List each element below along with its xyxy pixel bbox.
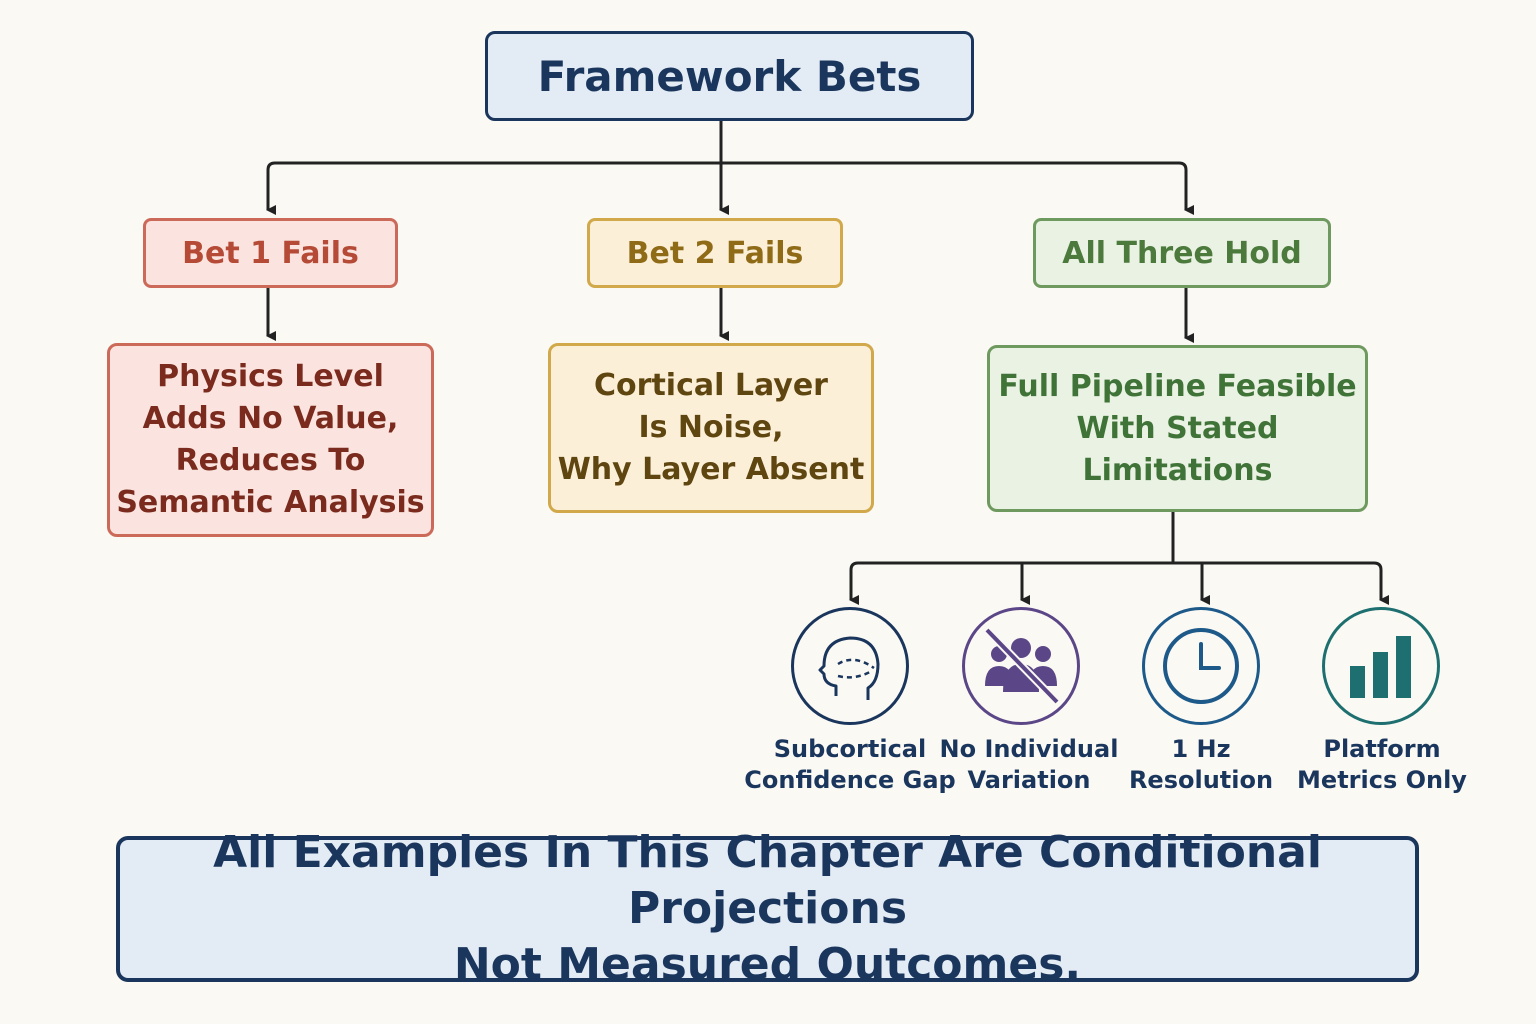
outcome-line: Adds No Value,: [142, 401, 399, 436]
limitation-line: No Individual: [939, 735, 1119, 763]
limitation-line: 1 Hz: [1171, 735, 1231, 763]
limitation-label: Subcortical Confidence Gap: [740, 734, 960, 796]
branch-bet-2-fails: Bet 2 Fails: [587, 218, 843, 288]
outcome-line: Limitations: [1082, 452, 1273, 488]
limitation-line: Confidence Gap: [744, 766, 956, 794]
limitation-line: Subcortical: [773, 735, 927, 763]
branch-all-three-hold: All Three Hold: [1033, 218, 1331, 288]
outcome-cortical-layer: Cortical Layer Is Noise, Why Layer Absen…: [548, 343, 874, 513]
outcome-line: Why Layer Absent: [557, 452, 865, 487]
head-profile-icon: [791, 607, 909, 725]
no-people-icon: [962, 607, 1080, 725]
branch-label: Bet 1 Fails: [182, 235, 359, 271]
footer-line: Not Measured Outcomes.: [453, 939, 1082, 990]
clock-icon: [1142, 607, 1260, 725]
outcome-line: Is Noise,: [638, 410, 784, 445]
limitation-line: Metrics Only: [1297, 766, 1467, 794]
root-title: Framework Bets: [537, 51, 922, 101]
branch-label: All Three Hold: [1062, 235, 1302, 271]
outcome-line: Cortical Layer: [594, 368, 828, 403]
outcome-line: Semantic Analysis: [116, 485, 425, 520]
outcome-line: Full Pipeline Feasible: [998, 368, 1357, 404]
outcome-line: Physics Level: [157, 359, 384, 394]
limitation-label: Platform Metrics Only: [1272, 734, 1492, 796]
bar-chart-icon: [1322, 607, 1440, 725]
outcome-physics-level: Physics Level Adds No Value, Reduces To …: [107, 343, 434, 537]
footer-line: All Examples In This Chapter Are Conditi…: [213, 827, 1322, 934]
branch-bet-1-fails: Bet 1 Fails: [143, 218, 398, 288]
root-node: Framework Bets: [485, 31, 974, 121]
limitation-line: Platform: [1323, 735, 1441, 763]
outcome-line: Reduces To: [175, 443, 366, 478]
limitation-line: Variation: [967, 766, 1091, 794]
outcome-full-pipeline: Full Pipeline Feasible With Stated Limit…: [987, 345, 1368, 512]
footer-disclaimer: All Examples In This Chapter Are Conditi…: [116, 827, 1419, 990]
branch-label: Bet 2 Fails: [626, 235, 804, 271]
outcome-line: With Stated: [1076, 410, 1279, 446]
limitation-line: Resolution: [1128, 766, 1274, 794]
limitation-label: 1 Hz Resolution: [1091, 734, 1311, 796]
limitation-label: No Individual Variation: [919, 734, 1139, 796]
